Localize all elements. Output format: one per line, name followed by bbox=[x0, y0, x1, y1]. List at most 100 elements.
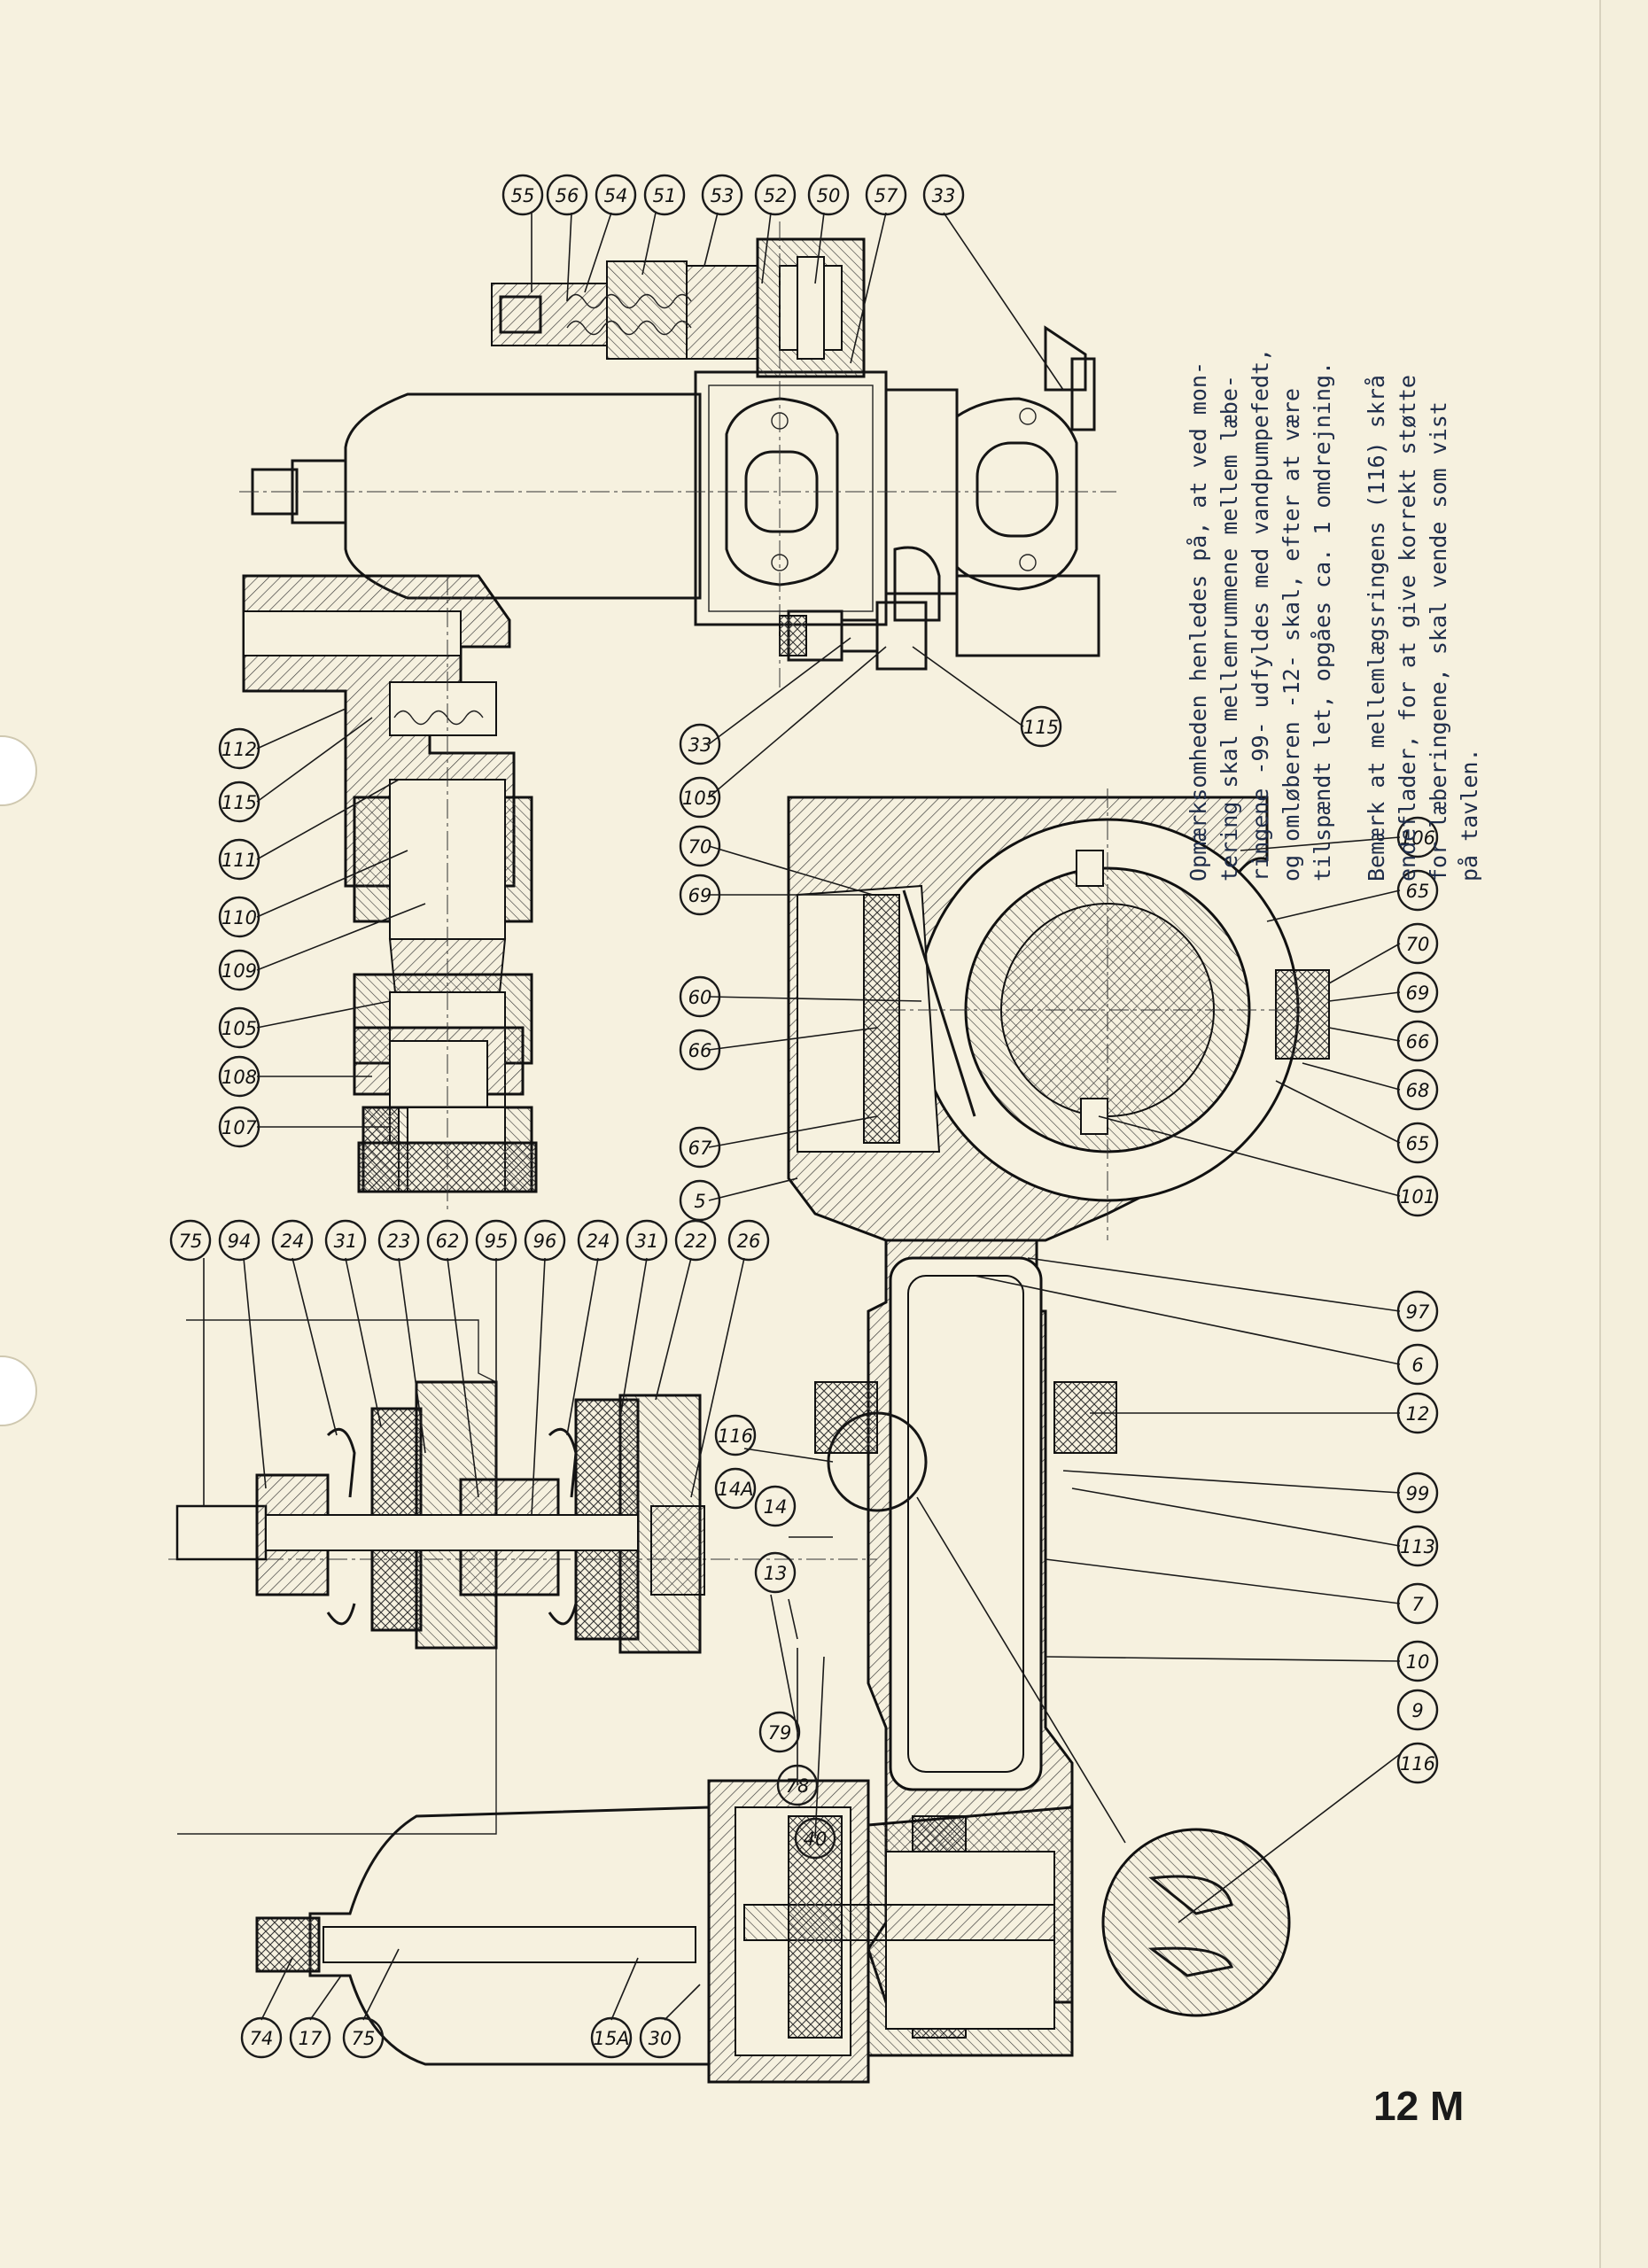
svg-text:33: 33 bbox=[932, 185, 956, 206]
callout-55: 55 bbox=[501, 174, 544, 216]
callout-13: 13 bbox=[754, 1551, 797, 1594]
svg-text:106: 106 bbox=[1400, 827, 1435, 849]
callout-52: 52 bbox=[754, 174, 797, 216]
callout-12: 12 bbox=[1396, 1392, 1439, 1434]
svg-text:69: 69 bbox=[1406, 983, 1430, 1004]
svg-text:66: 66 bbox=[688, 1040, 712, 1061]
svg-text:60: 60 bbox=[688, 987, 712, 1008]
note-paragraph-spacer-ring: Bemærk at mellemlægsringens (116) skrå e… bbox=[1364, 375, 1482, 882]
callouts: 55 56 54 51 53 52 50 57 33 112 115 111 1… bbox=[169, 174, 1439, 2059]
callout-17: 17 bbox=[289, 2016, 331, 2059]
callout-6: 6 bbox=[1396, 1343, 1439, 1386]
callout-70: 70 bbox=[679, 825, 721, 867]
callout-57: 57 bbox=[865, 174, 907, 216]
callout-75-bottom: 75 bbox=[342, 2016, 385, 2059]
callout-74: 74 bbox=[240, 2016, 283, 2059]
svg-text:105: 105 bbox=[682, 788, 718, 809]
svg-text:75: 75 bbox=[179, 1231, 203, 1252]
svg-text:10: 10 bbox=[1406, 1651, 1430, 1673]
callout-68: 68 bbox=[1396, 1068, 1439, 1111]
callout-69: 69 bbox=[679, 874, 721, 916]
callout-54: 54 bbox=[595, 174, 637, 216]
callout-31-b: 31 bbox=[626, 1219, 668, 1262]
svg-text:96: 96 bbox=[533, 1231, 557, 1252]
callout-26: 26 bbox=[727, 1219, 770, 1262]
svg-text:40: 40 bbox=[804, 1829, 828, 1850]
svg-text:113: 113 bbox=[1400, 1536, 1435, 1557]
callout-15A: 15A bbox=[590, 2016, 633, 2059]
callout-66-right: 66 bbox=[1396, 1020, 1439, 1062]
svg-text:70: 70 bbox=[688, 836, 712, 858]
callout-23: 23 bbox=[377, 1219, 420, 1262]
svg-text:95: 95 bbox=[485, 1231, 509, 1252]
callout-105: 105 bbox=[218, 1006, 260, 1049]
svg-text:52: 52 bbox=[764, 185, 788, 206]
callout-65-b: 65 bbox=[1396, 1122, 1439, 1164]
callout-106: 106 bbox=[1396, 816, 1439, 858]
callout-112: 112 bbox=[218, 727, 260, 770]
callout-115-right: 115 bbox=[1020, 705, 1062, 748]
callout-109: 109 bbox=[218, 949, 260, 991]
callout-7: 7 bbox=[1396, 1582, 1439, 1625]
svg-text:65: 65 bbox=[1406, 881, 1430, 902]
svg-text:31: 31 bbox=[635, 1231, 659, 1252]
callout-62: 62 bbox=[426, 1219, 469, 1262]
svg-text:56: 56 bbox=[556, 185, 579, 206]
callout-67: 67 bbox=[679, 1126, 721, 1169]
svg-text:12: 12 bbox=[1406, 1403, 1430, 1425]
callout-105-mid: 105 bbox=[679, 776, 721, 819]
callout-24-a: 24 bbox=[271, 1219, 314, 1262]
callout-22: 22 bbox=[674, 1219, 717, 1262]
svg-text:62: 62 bbox=[436, 1231, 460, 1252]
leader-lines bbox=[203, 212, 1401, 2021]
note-paragraph-lip-rings: Opmærksomheden henledes på, at ved mon- … bbox=[1185, 347, 1335, 882]
callout-33-top: 33 bbox=[922, 174, 965, 216]
callout-116-right: 116 bbox=[1396, 1742, 1439, 1784]
svg-text:101: 101 bbox=[1400, 1186, 1435, 1208]
callout-99: 99 bbox=[1396, 1472, 1439, 1514]
svg-text:57: 57 bbox=[875, 185, 898, 206]
callout-56: 56 bbox=[546, 174, 588, 216]
svg-text:55: 55 bbox=[511, 185, 535, 206]
callout-79: 79 bbox=[758, 1711, 801, 1753]
svg-text:110: 110 bbox=[222, 907, 257, 928]
callout-113: 113 bbox=[1396, 1525, 1439, 1567]
svg-text:67: 67 bbox=[688, 1138, 712, 1159]
callout-101: 101 bbox=[1396, 1175, 1439, 1217]
callout-96: 96 bbox=[524, 1219, 566, 1262]
callout-70-right: 70 bbox=[1396, 922, 1439, 965]
callout-14: 14 bbox=[754, 1485, 797, 1527]
svg-text:116: 116 bbox=[718, 1425, 753, 1447]
bearing-housing-section bbox=[787, 788, 1330, 1242]
callout-65-a: 65 bbox=[1396, 869, 1439, 912]
callout-30: 30 bbox=[639, 2016, 681, 2059]
svg-text:97: 97 bbox=[1406, 1301, 1430, 1323]
callout-10: 10 bbox=[1396, 1640, 1439, 1682]
callout-78: 78 bbox=[776, 1764, 819, 1806]
callout-31-a: 31 bbox=[324, 1219, 367, 1262]
svg-text:24: 24 bbox=[281, 1231, 305, 1252]
callout-108: 108 bbox=[218, 1055, 260, 1098]
callout-95: 95 bbox=[475, 1219, 517, 1262]
pump-shaft-section bbox=[168, 1319, 877, 1835]
assembly-notes: Opmærksomheden henledes på, at ved mon- … bbox=[1183, 0, 1648, 882]
svg-text:51: 51 bbox=[653, 185, 677, 206]
callout-107: 107 bbox=[218, 1106, 260, 1148]
svg-text:54: 54 bbox=[604, 185, 628, 206]
svg-text:79: 79 bbox=[768, 1722, 792, 1744]
svg-text:99: 99 bbox=[1406, 1483, 1430, 1504]
svg-text:111: 111 bbox=[222, 850, 257, 871]
svg-text:116: 116 bbox=[1400, 1753, 1435, 1775]
svg-text:23: 23 bbox=[387, 1231, 411, 1252]
svg-text:9: 9 bbox=[1411, 1700, 1423, 1721]
svg-text:65: 65 bbox=[1406, 1133, 1430, 1154]
svg-text:74: 74 bbox=[250, 2028, 274, 2049]
callout-60: 60 bbox=[679, 975, 721, 1018]
callout-33-mid: 33 bbox=[679, 723, 721, 765]
svg-text:5: 5 bbox=[694, 1191, 705, 1212]
callout-115: 115 bbox=[218, 781, 260, 823]
callout-9: 9 bbox=[1396, 1689, 1439, 1731]
svg-text:105: 105 bbox=[222, 1018, 257, 1039]
svg-text:68: 68 bbox=[1406, 1080, 1430, 1101]
